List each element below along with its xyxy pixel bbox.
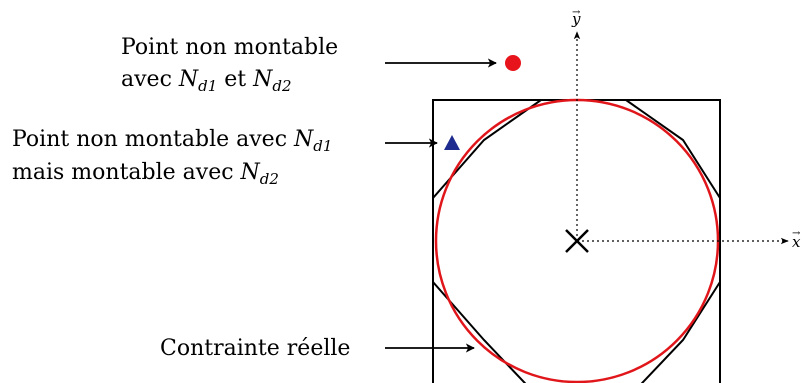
blue-point-label-line2: mais montable avec Nd2: [12, 160, 279, 188]
y-axis-label: y: [571, 10, 581, 28]
blue-triangle-marker: [444, 135, 460, 150]
constraint-label: Contrainte réelle: [160, 336, 350, 361]
red-point-label-line2: avec Nd1 et Nd2: [121, 67, 292, 95]
red-point-label-line1: Point non montable: [121, 35, 338, 60]
red-point-marker: [505, 55, 521, 71]
y-axis-vector-arrow: →: [572, 7, 581, 18]
center-cross-marker: [565, 229, 589, 253]
x-axis-label: x: [792, 233, 801, 251]
octagon-approximation: [432, 99, 721, 383]
blue-point-label-line1: Point non montable avec Nd1: [12, 127, 332, 155]
x-axis-vector-arrow: →: [792, 228, 801, 239]
